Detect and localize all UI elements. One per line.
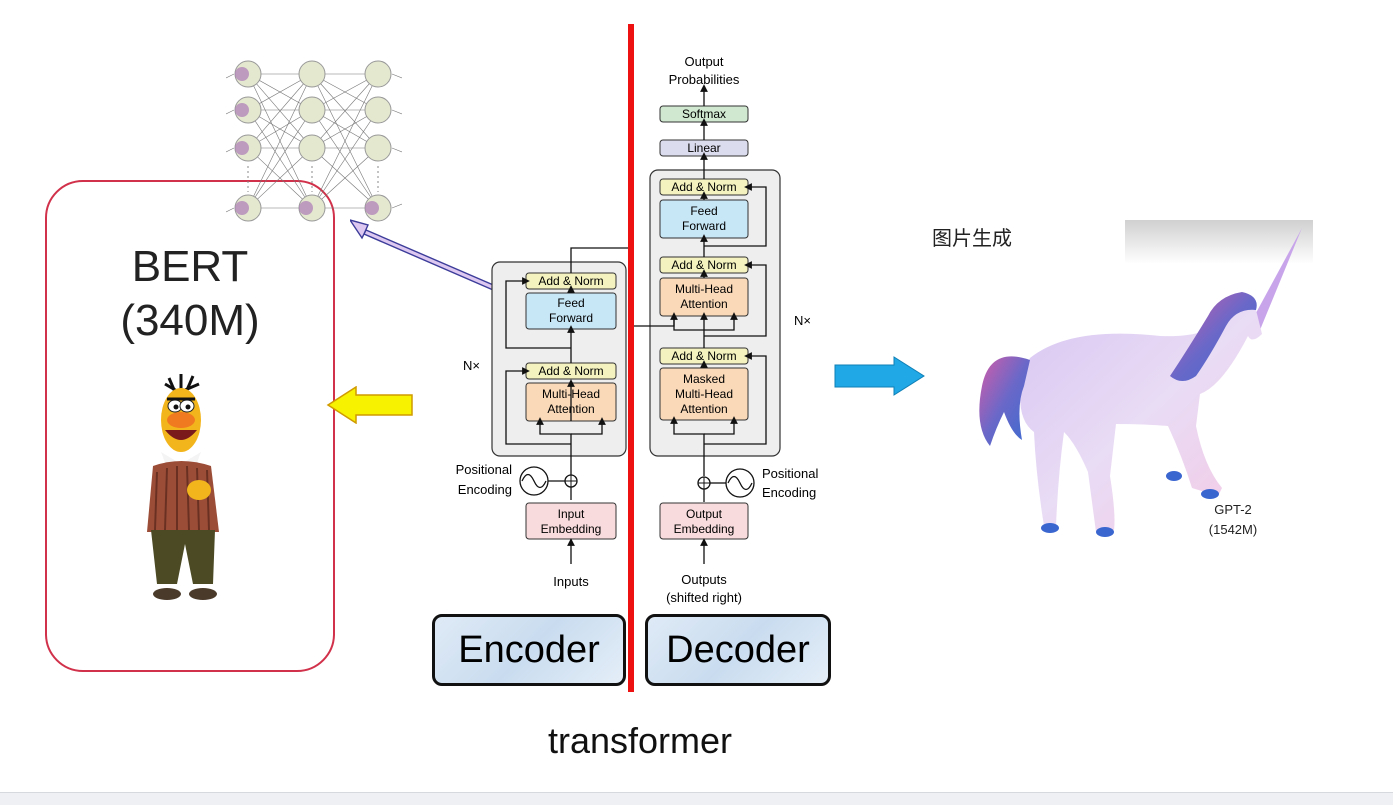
bottom-status-bar xyxy=(0,792,1393,805)
encoder-embed-label-2: Embedding xyxy=(541,522,602,536)
decoder-masked-label-1: Masked xyxy=(683,372,725,386)
encoder-label-box: Encoder xyxy=(432,614,626,686)
bert-puppet-illustration xyxy=(147,374,219,600)
encoder-pos-enc-label-1: Positional xyxy=(456,462,512,477)
nn-node xyxy=(298,96,326,124)
nn-node xyxy=(298,60,326,88)
decoder-nx-label: N× xyxy=(794,313,811,328)
neural-network-illustration xyxy=(226,60,402,222)
encoder-embed-label-1: Input xyxy=(558,507,585,521)
unicorn-illustration xyxy=(979,228,1302,537)
decoder-masked-label-2: Multi-Head xyxy=(675,387,733,401)
encoder-pos-enc-label-2: Encoding xyxy=(458,482,512,497)
decoder-embed-label-2: Embedding xyxy=(674,522,735,536)
puppet-pants xyxy=(151,530,215,584)
encoder-inputs-label: Inputs xyxy=(553,574,589,589)
decoder-pos-enc-label-1: Positional xyxy=(762,466,818,481)
bert-title: BERT (340M) xyxy=(45,240,335,348)
decoder-label-box: Decoder xyxy=(645,614,831,686)
decoder-add-norm-3-label: Add & Norm xyxy=(671,349,736,363)
encoder-ff-label-2: Forward xyxy=(549,311,593,325)
decoder-mha-label-1: Multi-Head xyxy=(675,282,733,296)
decoder-outputs-label-2: (shifted right) xyxy=(666,590,742,605)
decoder-tower: Output Probabilities Softmax Linear Add … xyxy=(634,54,818,605)
encoder-add-norm-bottom-label: Add & Norm xyxy=(538,364,603,378)
encoder-add-norm-top-label: Add & Norm xyxy=(538,274,603,288)
decoder-linear-label: Linear xyxy=(687,141,720,155)
unicorn-body xyxy=(1020,305,1262,532)
bert-title-line1: BERT xyxy=(131,242,249,291)
decoder-output-probs-label-2: Probabilities xyxy=(669,72,740,87)
unicorn-horn xyxy=(1250,228,1302,330)
decoder-add-norm-1-label: Add & Norm xyxy=(671,180,736,194)
decoder-outputs-label-1: Outputs xyxy=(681,572,727,587)
encoder-tower: Add & Norm Feed Forward Add & Norm Multi… xyxy=(456,247,630,589)
decoder-embed-label-1: Output xyxy=(686,507,723,521)
decoder-pos-enc-label-2: Encoding xyxy=(762,485,816,500)
decoder-mha-label-2: Attention xyxy=(680,297,727,311)
encoder-label: Encoder xyxy=(458,628,600,671)
unicorn-mane xyxy=(1170,292,1257,381)
encoder-nx-label: N× xyxy=(463,358,480,373)
nn-node xyxy=(364,60,392,88)
decoder-add-norm-2-label: Add & Norm xyxy=(671,258,736,272)
bert-panel xyxy=(45,180,335,672)
gpt2-label-line1: GPT-2 xyxy=(1214,502,1252,517)
unicorn-image-top-fade xyxy=(1125,220,1313,264)
gpt2-label: GPT-2 (1542M) xyxy=(1178,500,1288,540)
picture-generation-label: 图片生成 xyxy=(932,228,1012,250)
encoder-stack-frame xyxy=(491,261,627,457)
puppet-nose xyxy=(167,412,195,428)
yellow-left-arrow xyxy=(326,386,413,424)
nn-node xyxy=(364,134,392,162)
decoder-output-probs-label-1: Output xyxy=(684,54,723,69)
decoder-ff-label-2: Forward xyxy=(682,219,726,233)
encoder-ff-label-1: Feed xyxy=(557,296,584,310)
decoder-label: Decoder xyxy=(666,628,810,671)
nn-node xyxy=(298,134,326,162)
decoder-softmax-label: Softmax xyxy=(682,107,726,121)
unicorn-tail xyxy=(979,356,1030,446)
transformer-label: transformer xyxy=(547,720,733,761)
red-divider xyxy=(628,24,634,692)
bert-title-line2: (340M) xyxy=(120,296,260,345)
nn-node xyxy=(364,96,392,124)
blue-right-arrow xyxy=(834,356,925,396)
decoder-masked-label-3: Attention xyxy=(680,402,727,416)
gpt2-label-line2: (1542M) xyxy=(1208,522,1258,537)
decoder-ff-label-1: Feed xyxy=(690,204,717,218)
